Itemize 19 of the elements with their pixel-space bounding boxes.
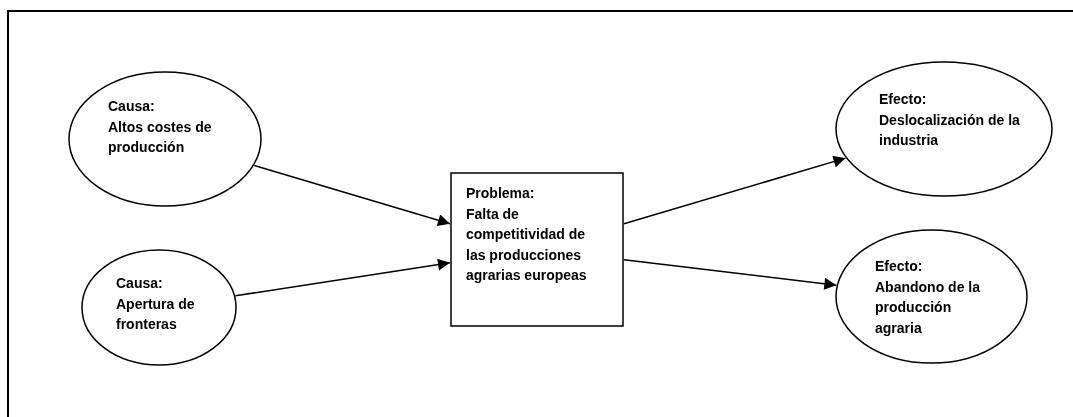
node-text: Deslocalización de la industria	[879, 110, 1021, 150]
ellipse-node	[835, 229, 1028, 364]
node-heading: Efecto:	[875, 257, 924, 276]
ellipse-node	[835, 61, 1053, 197]
arrow	[253, 164, 451, 226]
ellipse-node	[81, 249, 237, 366]
node-heading: Efecto:	[879, 90, 928, 109]
problem-box	[450, 172, 624, 327]
node-text: Altos costes de producción	[108, 117, 213, 157]
ellipse-node	[68, 71, 262, 207]
arrow	[623, 259, 838, 290]
node-heading: Causa:	[116, 274, 164, 293]
node-heading: Causa:	[108, 97, 156, 116]
node-text: Falta de competitividad de las producciones agrarias europeas	[466, 204, 588, 285]
arrow	[623, 155, 847, 225]
node-text: Apertura de fronteras	[116, 294, 196, 334]
node-text: Abandono de la producción agraria	[875, 277, 981, 338]
node-heading: Problema:	[466, 184, 536, 203]
arrow	[234, 258, 451, 297]
